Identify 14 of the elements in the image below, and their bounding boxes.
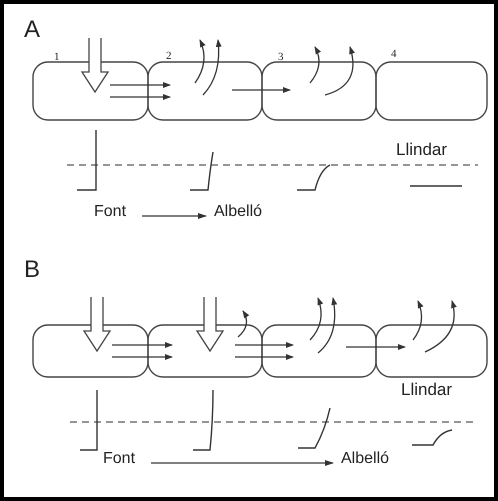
cell-number: 3 [278,52,284,63]
stage-label: Font [94,204,126,220]
arrow [151,460,334,466]
panel-letter: A [24,18,40,42]
cell-number: 4 [391,49,396,60]
cell-number: 1 [54,52,60,63]
threshold-label: Llindar [396,141,448,158]
stage-label: Font [103,451,136,467]
stage-label: Albelló [214,204,262,220]
cell-number: 2 [166,51,172,62]
stage-label: Albelló [341,451,390,467]
panel-letter: B [24,258,40,282]
arrow [142,213,207,219]
threshold-label: Llindar [401,381,452,398]
